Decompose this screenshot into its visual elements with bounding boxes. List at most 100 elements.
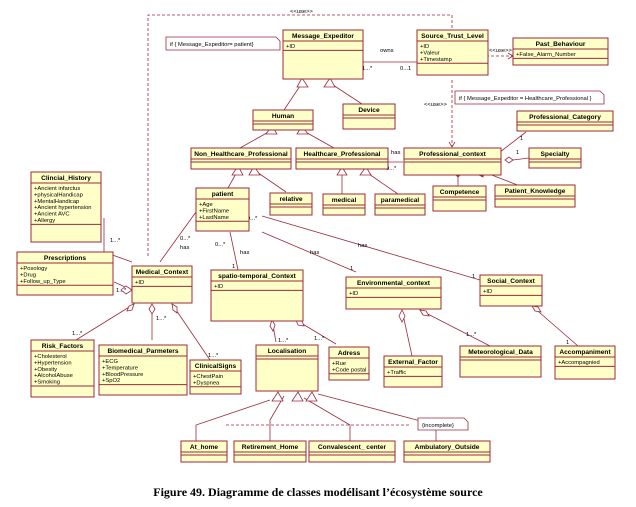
class-attribute: +Allergy — [34, 218, 55, 224]
class-professional-category: Professional_Category — [516, 110, 614, 132]
mult-pat-social: 0...* — [247, 216, 258, 222]
gen-tri-hp-1 — [336, 166, 348, 176]
class-name: Competence — [440, 189, 480, 196]
class-patient-knowledge: Patient_Knowledge — [494, 184, 576, 208]
class-name: Device — [358, 107, 380, 114]
class-box — [189, 359, 242, 395]
mult-pc-hp: 0...* — [386, 166, 397, 172]
class-environmental: Environmental_context+ID — [345, 276, 442, 310]
class-name: Past_Behaviour — [536, 41, 586, 48]
class-competence: Competence — [432, 185, 487, 212]
pres-mc-diamond — [120, 285, 133, 295]
diagram-classes: Message_Expeditor+IDSource_Trust_Level+I… — [16, 29, 616, 463]
class-name: Adress — [338, 350, 361, 357]
class-meteorological: Meteorological_Data — [459, 345, 542, 378]
class-attribute: +Cholesterol — [34, 354, 67, 360]
class-box — [131, 265, 193, 304]
class-biomedical: Biomedical_Parmeters+ECG+Temperature+Blo… — [98, 344, 188, 396]
class-source-trust-level: Source_Trust_Level+ID+Valeur+Timestamp — [416, 29, 489, 76]
mult-social-1: 1 — [472, 274, 475, 280]
mult-pres: 1...* — [116, 288, 127, 294]
gen-ret-loc — [269, 395, 285, 441]
class-specialty: Specialty — [528, 147, 582, 169]
class-device: Device — [342, 103, 396, 130]
class-social: Social_Context +ID — [479, 274, 543, 307]
class-attribute: +Smoking — [34, 380, 60, 386]
class-attribute: +Timestamp — [420, 57, 452, 63]
class-name: Patient_Knowledge — [505, 188, 566, 195]
note-hp: if { Message_Expeditor = Healthcare_Prof… — [454, 90, 605, 105]
class-name: Convalescent_ center — [318, 444, 387, 451]
class-medical: medical — [322, 193, 366, 216]
class-box — [383, 355, 443, 388]
patient-social-edge — [261, 215, 481, 281]
class-name: Non_Healthcare_Professional — [194, 151, 288, 158]
class-name: medical — [332, 197, 357, 204]
class-box — [528, 147, 582, 169]
patient-env-edge — [261, 231, 357, 273]
gen-tri-me-1 — [296, 77, 309, 88]
class-box — [328, 346, 370, 381]
class-name: Medical_Context — [136, 269, 189, 276]
gen-tri-nhp-2 — [248, 165, 261, 176]
class-name: relative — [279, 196, 302, 203]
mult-acc: 1 — [566, 340, 569, 346]
class-attribute: +Ancient infarctus — [34, 186, 80, 192]
class-attribute: +AlcoholAbuse — [34, 373, 73, 379]
class-attribute: +ID — [483, 289, 492, 295]
class-name: Healthcare_Professional — [304, 151, 381, 158]
class-box — [459, 345, 542, 378]
note-incomplete: {incomplete} — [417, 417, 469, 431]
class-attribute: +ID — [214, 284, 223, 290]
has-label-pc: has — [391, 150, 400, 156]
class-clinical-history: Clincial_History+Ancient infarctus+physi… — [30, 171, 102, 243]
class-at-home: At_home — [180, 440, 228, 463]
mc-bio-diamond — [148, 303, 156, 315]
gen-athome-loc — [195, 399, 271, 441]
class-ambulatory: Ambulatory_Outside — [403, 440, 491, 463]
class-box — [479, 274, 543, 307]
gen-amb-loc — [317, 393, 437, 441]
mc-rf-edge — [75, 303, 135, 341]
class-attribute: +Code postal — [332, 367, 366, 373]
class-attribute: +Rue — [332, 361, 346, 367]
mult-env-1: 1 — [350, 266, 353, 272]
class-attribute: +Traffic — [387, 370, 406, 376]
class-box — [195, 187, 250, 232]
use-edge-top — [147, 14, 453, 256]
class-attribute: +Hypertension — [34, 360, 72, 366]
gen-tri-loc-3 — [305, 391, 318, 402]
class-attribute: +Ancient hypertension — [34, 205, 92, 211]
class-box — [98, 344, 188, 396]
gen-human-me — [283, 82, 303, 111]
class-name: Professional_Category — [529, 114, 601, 121]
class-name: Source_Trust_Level — [421, 33, 484, 40]
class-name: Meteorological_Data — [468, 349, 533, 356]
class-attribute: +Temperature — [102, 365, 138, 371]
class-name: Localisation — [268, 348, 306, 355]
owns-label: owns — [380, 48, 394, 54]
mc-rf-diamond — [126, 303, 135, 312]
env-met-edge — [419, 309, 491, 347]
class-localisation: Localisation — [255, 344, 319, 392]
mult-pat-st: 0...* — [215, 242, 226, 248]
class-attribute: +ID — [420, 44, 429, 50]
class-box — [512, 37, 609, 66]
class-accompaniment: Accompaniment+Accompagnied — [554, 345, 616, 380]
class-attribute: +FirstName — [199, 208, 229, 214]
mult-me-stl: 1...* — [362, 66, 373, 72]
gen-tri-hp-2 — [359, 166, 372, 176]
class-past-behaviour: Past_Behaviour +False_Alarm_Number — [512, 37, 609, 66]
class-attribute: +ID — [286, 44, 295, 50]
class-adress: Adress +Rue+Code postal — [328, 346, 370, 381]
class-box — [30, 339, 95, 398]
class-convalescent: Convalescent_ center — [308, 440, 396, 463]
class-attribute: +False_Alarm_Number — [516, 52, 576, 58]
class-name: Social_Context — [487, 278, 535, 285]
use-arrow-pc — [448, 141, 456, 148]
class-box — [416, 29, 489, 76]
soc-acc-diamond — [531, 305, 542, 313]
class-box — [282, 29, 364, 80]
class-box — [210, 269, 304, 322]
class-attribute: +Obesity — [34, 367, 57, 373]
